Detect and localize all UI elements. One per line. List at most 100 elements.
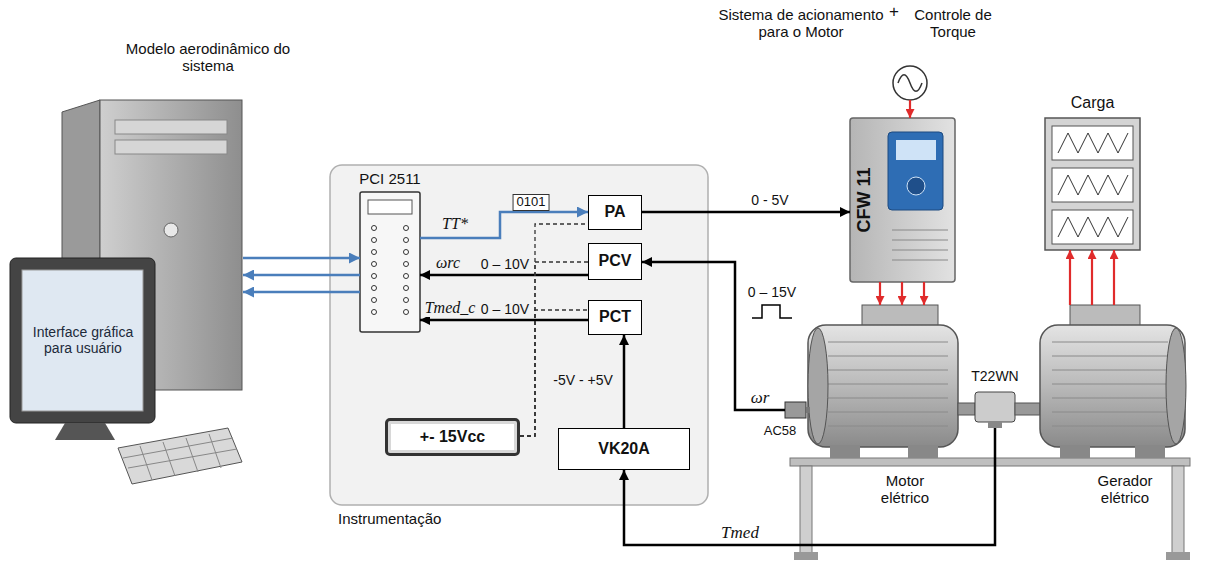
torque-sensor: T22WN — [975, 392, 1015, 428]
signal-connector — [1091, 250, 1093, 305]
generator-foot — [1060, 445, 1090, 458]
generator-end-cap — [1166, 328, 1186, 444]
edge-label: 0 - 5V — [749, 192, 790, 208]
signal-connector — [420, 319, 588, 322]
ac-source: Sistema de acionamento para o Motor+Cont… — [893, 66, 927, 100]
load-resistor — [1052, 210, 1133, 244]
edge-label: Tmed — [719, 523, 761, 543]
node-label: Instrumentação — [338, 510, 478, 527]
pci-board: PCI 2511 — [360, 192, 420, 332]
signal-connector — [1069, 250, 1071, 305]
generator-shaft — [1015, 403, 1040, 415]
edge-label: 0 – 10V — [479, 301, 531, 317]
node-label: VK20A — [598, 440, 650, 458]
inverter: CFW 11 — [850, 118, 955, 282]
node-label: PA — [604, 203, 625, 221]
resistor-wave — [1058, 217, 1128, 237]
process-box: PA — [588, 195, 642, 230]
bench-foot — [794, 552, 818, 560]
keyboard — [118, 428, 242, 484]
motor-fins — [828, 342, 948, 426]
power-button — [164, 223, 178, 237]
monitor-frame — [10, 258, 155, 423]
node-label: CFW 11 — [852, 140, 876, 260]
pulse-symbol — [752, 305, 792, 318]
motor-terminal-box — [862, 305, 938, 327]
drive-bay — [115, 140, 227, 154]
pci-board — [360, 192, 420, 332]
load-resistor — [1052, 126, 1133, 160]
inverter-keypad — [907, 177, 925, 195]
node-label: PCV — [599, 252, 632, 270]
edge-label: ωr — [749, 388, 772, 408]
node-label: T22WN — [958, 368, 1032, 384]
power-supply: +- 15Vcc — [385, 418, 520, 456]
edge-label: -5V - +5V — [551, 372, 615, 388]
bench-top — [790, 458, 1190, 466]
sensor-connector — [988, 422, 1002, 428]
resistor-wave — [1058, 133, 1128, 153]
node-label: Sistema de acionamento para o Motor — [712, 6, 890, 41]
motor-end-cap — [808, 328, 828, 444]
node-text: Controle de Torque — [905, 6, 1001, 41]
motor-body — [808, 325, 958, 447]
electric-generator: Gerador elétrico — [1040, 305, 1185, 458]
signal-connector — [879, 282, 881, 305]
bench-foot — [1166, 552, 1190, 560]
motor-foot — [830, 445, 860, 458]
generator-fins — [1052, 342, 1168, 426]
instrumentation-panel — [330, 165, 708, 505]
node-label: PCT — [599, 308, 631, 326]
signal-connector — [623, 335, 626, 428]
signal-connector — [420, 274, 588, 277]
node-text: Interface gráfica para usuário — [28, 276, 138, 404]
node-label: Motor elétrico — [860, 472, 950, 507]
load: Carga — [1045, 118, 1140, 250]
node-label: +- 15Vcc — [420, 428, 485, 446]
resistor-wave — [1058, 175, 1128, 195]
edge-label: 0101 — [513, 194, 550, 211]
drive-bay — [115, 120, 227, 134]
generator-body — [1040, 325, 1185, 447]
pci-pins — [372, 226, 409, 315]
inverter-body — [850, 118, 955, 282]
signal-name: ωrc — [434, 254, 462, 272]
ac-source — [893, 66, 927, 100]
signal-connector — [642, 211, 850, 214]
signal-connector — [243, 257, 360, 260]
generator-foot — [1135, 445, 1165, 458]
torque-sensor — [975, 392, 1015, 422]
node-label: Gerador elétrico — [1080, 472, 1170, 507]
bench-leg — [800, 466, 812, 554]
monitor-screen — [22, 270, 143, 411]
signal-connector — [1113, 250, 1115, 305]
signal-connector — [901, 282, 903, 305]
load-cabinet — [1045, 118, 1140, 250]
inverter-vents — [892, 230, 948, 260]
process-box: PCT — [588, 300, 642, 335]
encoder-shaft — [806, 407, 810, 413]
edge-label: 0 – 10V — [479, 256, 531, 272]
node-label: PCI 2511 — [346, 170, 434, 187]
encoder — [785, 402, 806, 418]
encoder: AC58 — [785, 400, 806, 420]
process-box: VK20A — [558, 428, 690, 470]
signal-connector — [243, 274, 360, 277]
signal-connector — [909, 100, 911, 118]
load-resistor — [1052, 168, 1133, 202]
sine-symbol — [898, 75, 922, 92]
inverter-display — [896, 140, 936, 160]
monitor-stand — [55, 423, 115, 440]
computer: Modelo aerodinâmico do sistemaInterface … — [0, 95, 243, 480]
instrumentation-panel: PCI 2511PAPCVPCT+- 15VccVK20AInstrumenta… — [330, 165, 708, 505]
node-text: + — [887, 2, 901, 22]
signal-name: TT* — [440, 215, 470, 233]
node-label: AC58 — [756, 424, 804, 439]
voltage-range: 0 – 15V — [746, 284, 798, 300]
inverter-panel — [888, 132, 943, 210]
motor-shaft — [958, 403, 975, 415]
node-label: Carga — [1045, 94, 1140, 112]
